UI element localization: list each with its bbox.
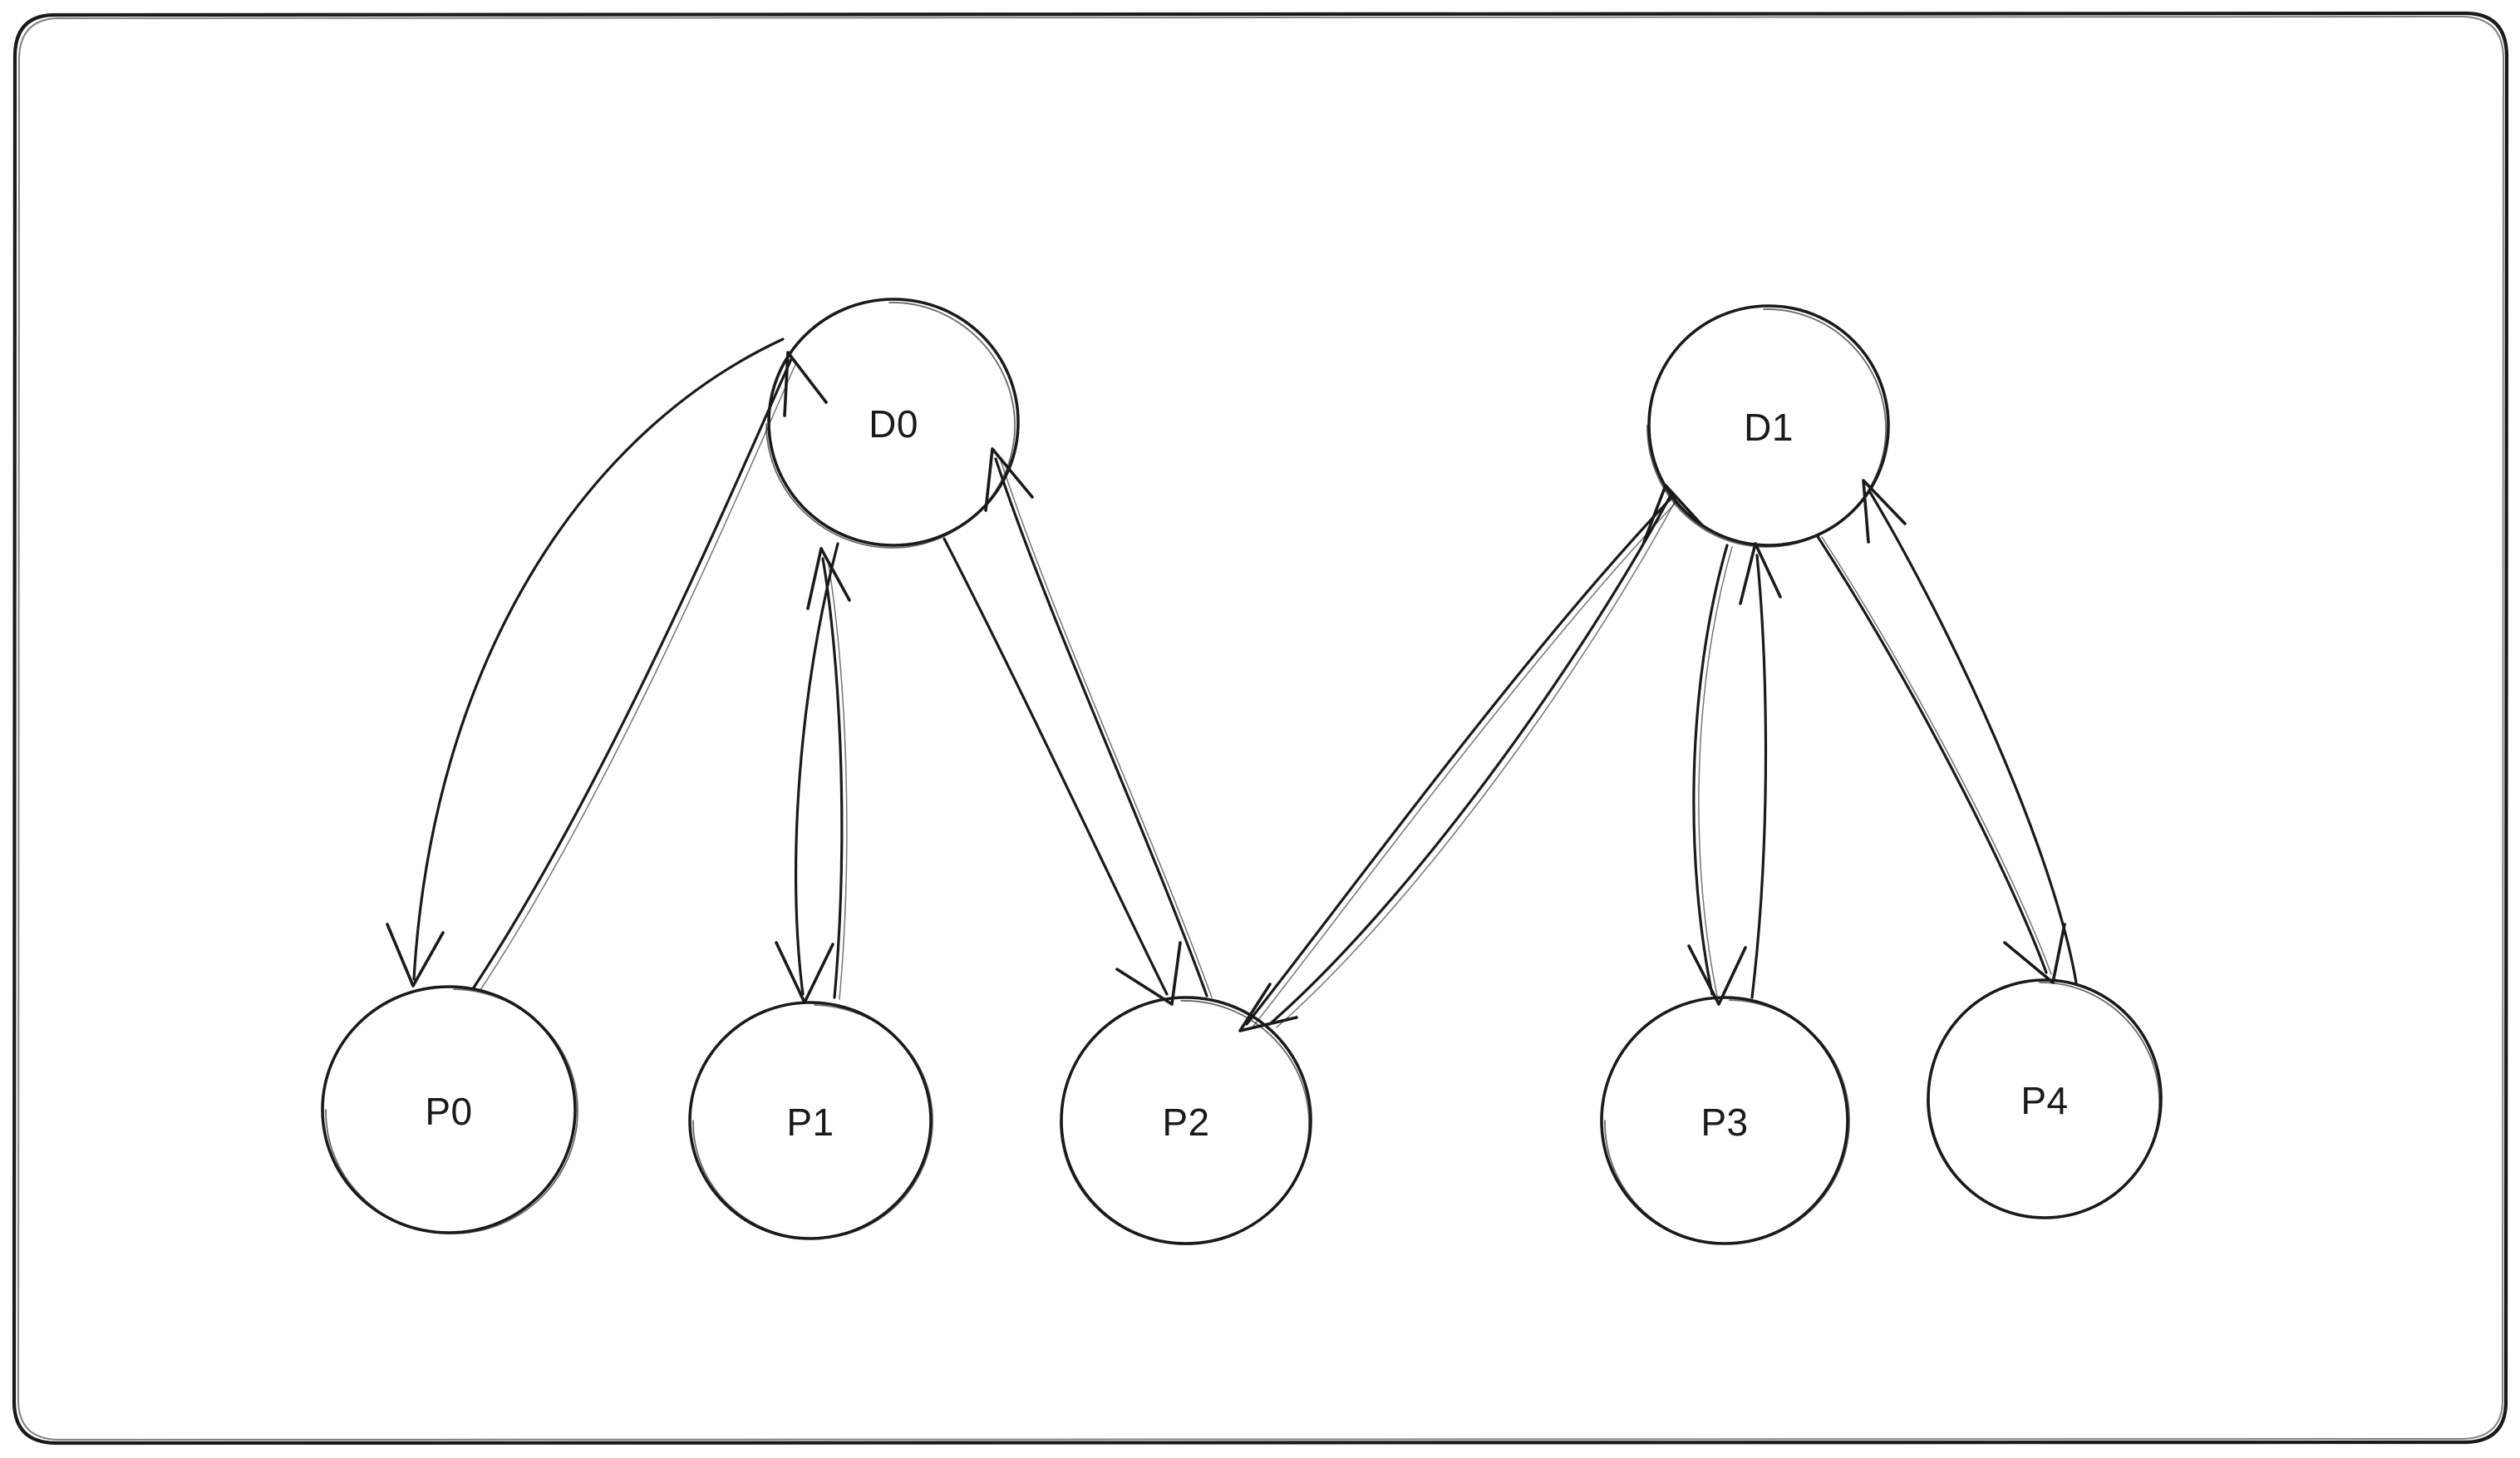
edge-p2-d0 [984, 447, 1213, 998]
edge-p0-d0 [472, 351, 828, 991]
edge-d0-p0 [386, 337, 785, 988]
node-d1-label: D1 [1744, 406, 1794, 449]
node-p2[interactable]: P2 [1060, 996, 1312, 1245]
edge-p1-d0 [806, 547, 851, 1000]
edge-d1-p3 [1687, 544, 1747, 1006]
edge-p2-d1 [1270, 484, 1704, 1028]
node-p2-label: P2 [1162, 1101, 1209, 1144]
node-p1-label: P1 [786, 1101, 834, 1144]
edge-p4-d1 [1862, 479, 2078, 984]
node-p4-label: P4 [2020, 1079, 2068, 1122]
node-p4[interactable]: P4 [1927, 978, 2163, 1219]
edge-p3-d1 [1739, 542, 1782, 999]
node-d1[interactable]: D1 [1646, 304, 1890, 548]
diagram-frame [12, 11, 2509, 1446]
edge-d0-p1 [775, 542, 839, 1004]
node-p0[interactable]: P0 [321, 985, 578, 1234]
edge-d1-p2 [1238, 497, 1676, 1032]
edge-d1-p4 [1815, 534, 2066, 984]
edge-layer [386, 337, 2078, 1032]
node-p1[interactable]: P1 [688, 1001, 933, 1240]
node-d0[interactable]: D0 [765, 298, 1020, 549]
node-p3-label: P3 [1701, 1101, 1748, 1144]
node-p0-label: P0 [425, 1090, 472, 1133]
node-layer: D0 D1 P0 P1 [321, 298, 2163, 1245]
node-d0-label: D0 [869, 402, 918, 446]
edge-d0-p2 [943, 537, 1182, 1006]
node-p3[interactable]: P3 [1600, 996, 1850, 1245]
